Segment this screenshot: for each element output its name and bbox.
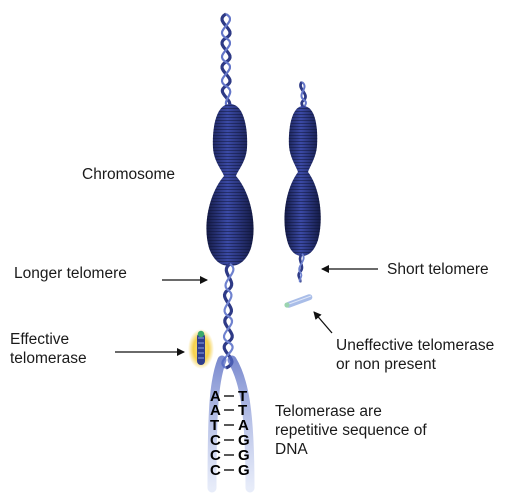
pointer-arrows [115, 265, 378, 356]
base-right-6: G [238, 462, 250, 479]
base-left-5: C [210, 447, 221, 464]
base-left-1: A [210, 388, 221, 405]
base-left-4: C [210, 432, 221, 449]
unwound-dna-strands [207, 355, 255, 493]
base-right-3: A [238, 417, 249, 434]
base-right-1: T [238, 388, 248, 405]
base-right-5: G [238, 447, 250, 464]
right-chromosome [284, 81, 321, 283]
short-telomere-helix [297, 253, 305, 283]
uneffective-telomerase-molecule [284, 294, 313, 308]
base-left-6: C [210, 462, 221, 479]
base-pair-bonds [224, 395, 234, 471]
base-right-4: G [238, 432, 250, 449]
base-left-3: T [210, 417, 220, 434]
base-left-2: A [210, 402, 221, 419]
left-top-dna-helix [220, 12, 232, 110]
left-chromosome [206, 12, 255, 493]
uneffective-telomerase-label: Uneffective telomerase or non present [336, 337, 495, 373]
effective-telomerase-label: Effective telomerase [10, 331, 87, 367]
telomerase-note-label: Telomerase are repetitive sequence of DN… [275, 403, 427, 458]
longer-telomere-helix [221, 262, 235, 370]
base-right-2: T [238, 402, 248, 419]
effective-telomerase-molecule [188, 329, 214, 369]
short-telomere-label: Short telomere [387, 261, 489, 278]
longer-telomere-label: Longer telomere [14, 265, 127, 282]
arrow-uneffective-telomerase [313, 311, 333, 334]
chromosome-label: Chromosome [82, 166, 176, 183]
